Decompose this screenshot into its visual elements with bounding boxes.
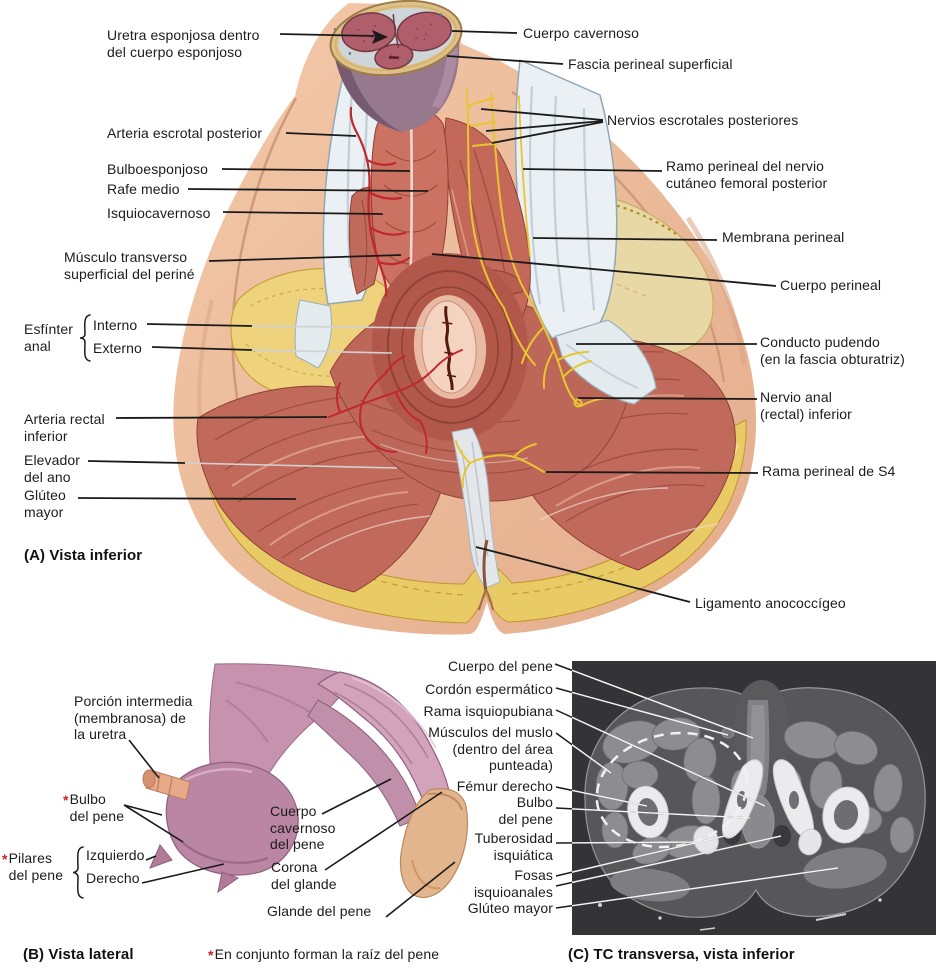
panel-c-ct-image xyxy=(554,661,936,935)
label-elevador-ano: Elevador del ano xyxy=(24,452,81,485)
label-femur-derecho: Fémur derecho xyxy=(456,778,553,794)
caption-panel-c: (C) TC transversa, vista inferior xyxy=(568,946,795,963)
label-cuerpo-del-pene-c: Cuerpo del pene xyxy=(447,658,553,674)
anococcygeal-ligament xyxy=(451,427,501,611)
label-bulbo-del-pene-c: Bulbo del pene xyxy=(498,794,553,827)
label-rafe-medio: Rafe medio xyxy=(107,181,180,197)
label-uretra-esponjosa: Uretra esponjosa dentro del cuerpo espon… xyxy=(107,27,260,60)
label-cuerpo-perineal: Cuerpo perineal xyxy=(780,277,882,293)
label-musculo-transverso: Músculo transverso superficial del perin… xyxy=(64,249,195,282)
label-cuerpo-cavernoso: Cuerpo cavernoso xyxy=(523,25,639,41)
label-gluteo-mayor-c: Glúteo mayor xyxy=(467,900,553,916)
label-rama-perineal-s4: Rama perineal de S4 xyxy=(762,463,896,479)
label-arteria-escrotal: Arteria escrotal posterior xyxy=(107,125,263,141)
label-pilar-derecho: Derecho xyxy=(86,870,140,886)
label-corona-glande: Corona del glande xyxy=(271,859,337,892)
label-cordon-espermatico: Cordón espermático xyxy=(425,681,553,697)
asterisk-marker: * xyxy=(208,947,214,963)
ct-dashed-outline xyxy=(595,731,749,849)
panel-b-leader-lines xyxy=(123,739,456,918)
label-bulbo-del-pene-b: *Bulbo del pene xyxy=(63,791,125,824)
label-rama-isquiopubiana: Rama isquiopubiana xyxy=(423,703,553,719)
label-conducto-pudendo: Conducto pudendo (en la fascia obturatri… xyxy=(760,334,905,367)
label-membrana-perineal: Membrana perineal xyxy=(722,229,845,245)
label-esfinter-externo: Externo xyxy=(93,340,142,356)
label-ramo-perineal: Ramo perineal del nervio cutáneo femoral… xyxy=(666,158,828,191)
label-esfinter-anal: Esfínter anal xyxy=(24,321,74,354)
label-cuerpo-cavernoso-b: Cuerpo cavernoso del pene xyxy=(270,803,336,853)
esfinter-anal-brace xyxy=(79,314,91,362)
label-isquiocavernoso: Isquiocavernoso xyxy=(107,205,211,221)
label-glande-del-pene: Glande del pene xyxy=(267,903,372,919)
label-esfinter-interno: Interno xyxy=(93,317,138,333)
label-pilar-izquierdo: Izquierdo xyxy=(86,847,145,863)
label-pilares-del-pene: *Pilares del pene xyxy=(2,850,64,883)
panel-a-illustration xyxy=(77,0,777,635)
label-fosas-isquioanales: Fosas isquioanales xyxy=(473,867,553,900)
label-ligamento-anococcigeo: Ligamento anococcígeo xyxy=(695,595,846,611)
panel-a-leader-lines xyxy=(77,30,777,603)
label-porcion-intermedia: Porción intermedia (membranosa) de la ur… xyxy=(74,693,193,743)
artery-lines xyxy=(328,106,463,454)
label-fascia-perineal: Fascia perineal superficial xyxy=(568,56,733,72)
label-arteria-rectal: Arteria rectal inferior xyxy=(24,411,105,444)
panel-b-illustration xyxy=(72,663,469,918)
label-nervios-escrotales: Nervios escrotales posteriores xyxy=(607,112,799,128)
panel-c-leader-lines-inner xyxy=(572,669,839,907)
asterisk-marker: * xyxy=(63,792,69,808)
label-bulboesponjoso: Bulboesponjoso xyxy=(107,161,209,177)
nerve-lines xyxy=(455,89,611,488)
anal-sphincter xyxy=(371,253,529,441)
asterisk-marker: * xyxy=(2,851,8,867)
label-gluteo-mayor-a: Glúteo mayor xyxy=(24,487,66,520)
label-nervio-anal: Nervio anal (rectal) inferior xyxy=(760,389,852,422)
penis-cross-section xyxy=(329,0,463,132)
pilares-brace xyxy=(72,846,84,899)
caption-panel-a: (A) Vista inferior xyxy=(24,547,143,564)
caption-panel-b: (B) Vista lateral xyxy=(23,946,134,963)
footnote-raiz-del-pene: *En conjunto forman la raíz del pene xyxy=(208,946,440,963)
label-tuberosidad-isquiatica: Tuberosidad isquiática xyxy=(474,830,553,863)
label-musculos-del-muslo: Músculos del muslo (dentro del área punt… xyxy=(428,724,553,774)
